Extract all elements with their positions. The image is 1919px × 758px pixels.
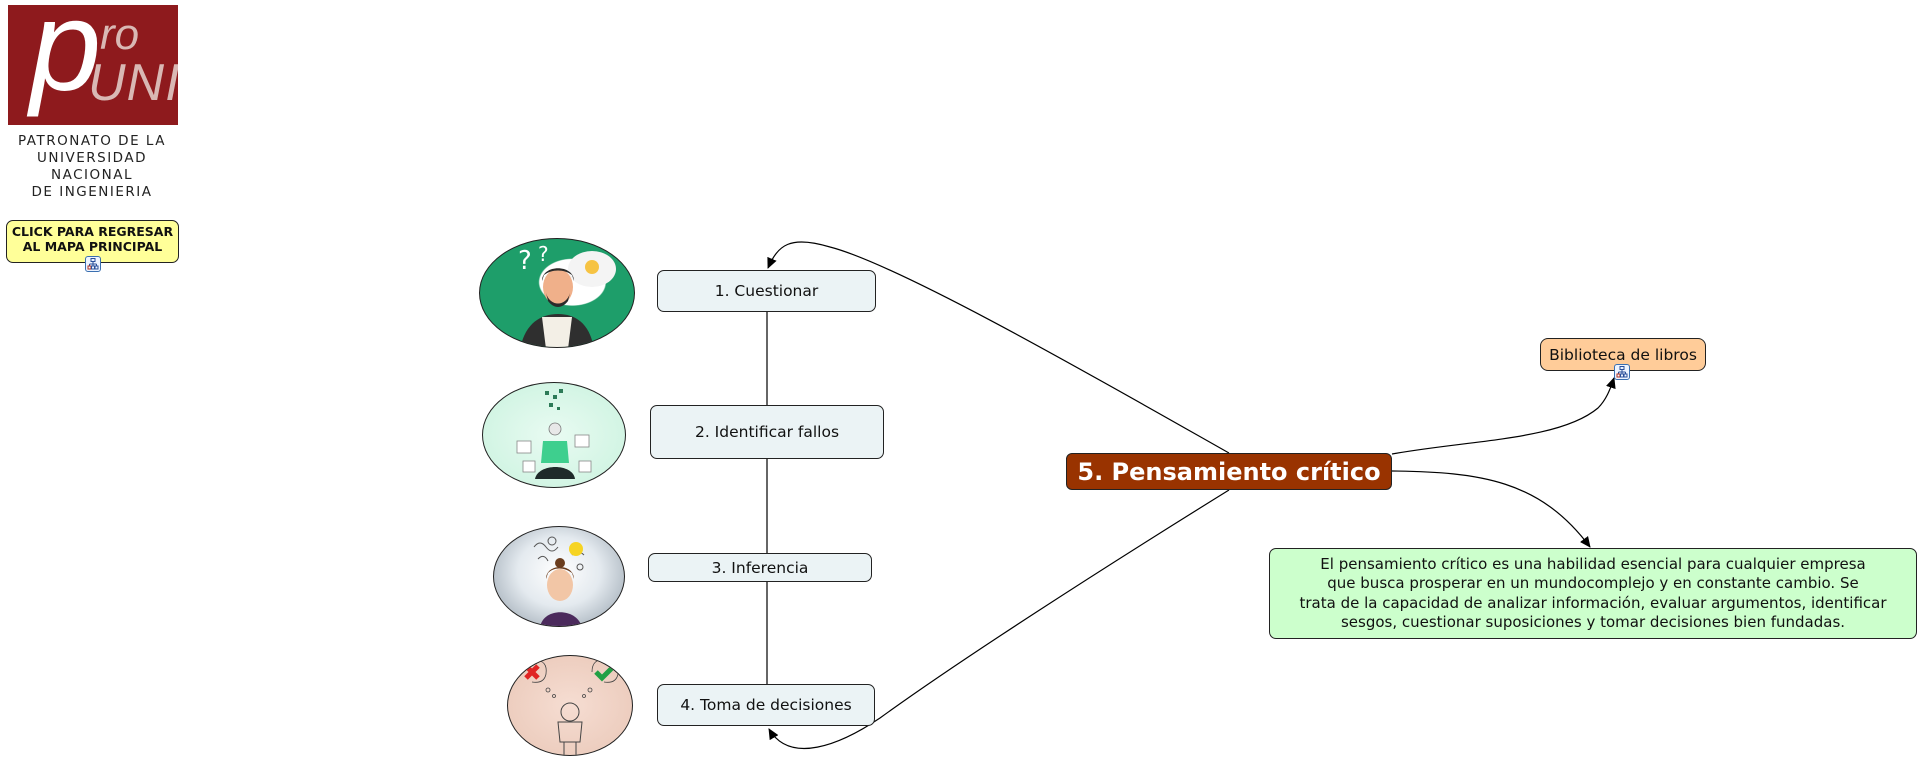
center-node-pensamiento-critico[interactable]: 5. Pensamiento crítico [1066, 453, 1392, 490]
resource-node-biblioteca[interactable]: Biblioteca de libros [1540, 338, 1706, 371]
illustration-person-analyzing [482, 382, 626, 488]
concept-map-link-icon[interactable] [85, 256, 101, 272]
back-button-line: AL MAPA PRINCIPAL [22, 238, 163, 254]
description-line: que busca prosperar en un mundocomplejo … [1327, 574, 1859, 592]
illustration-man-thinking: ? ? [479, 238, 635, 348]
logo-letters-uni: UNI [88, 54, 178, 112]
link-center-step4 [768, 489, 1230, 749]
back-button-line: CLICK PARA REGRESAR [11, 223, 174, 239]
svg-text:?: ? [538, 242, 549, 266]
logo-caption-line: PATRONATO DE LA [18, 133, 166, 149]
step-label: 1. Cuestionar [714, 282, 819, 300]
illustration-decision-making [507, 655, 633, 756]
link-center-description [1391, 470, 1591, 548]
logo-letter-p: p [30, 5, 102, 118]
description-line: trata de la capacidad de analizar inform… [1299, 593, 1887, 612]
step-node-toma-de-decisiones[interactable]: 4. Toma de decisiones [657, 684, 875, 726]
link-center-biblioteca [1391, 377, 1616, 455]
step-node-inferencia[interactable]: 3. Inferencia [648, 553, 872, 582]
logo-caption-line: DE INGENIERIA [31, 184, 153, 200]
description-line: sesgos, cuestionar suposiciones y tomar … [1340, 613, 1846, 631]
proUNI-logo: p ro UNI [8, 5, 178, 125]
center-node-label: 5. Pensamiento crítico [1077, 457, 1381, 486]
step-node-identificar-fallos[interactable]: 2. Identificar fallos [650, 405, 884, 459]
step-label: 4. Toma de decisiones [680, 696, 852, 714]
back-to-main-map-button[interactable]: CLICK PARA REGRESAR AL MAPA PRINCIPAL [6, 220, 179, 263]
link-center-step1 [767, 241, 1230, 454]
illustration-woman-idea [493, 526, 625, 627]
svg-text:?: ? [518, 246, 532, 276]
logo-caption: PATRONATO DE LA UNIVERSIDAD NACIONAL DE … [0, 133, 184, 201]
resource-node-label: Biblioteca de libros [1549, 345, 1697, 364]
step-node-cuestionar[interactable]: 1. Cuestionar [657, 270, 876, 312]
logo-caption-line: UNIVERSIDAD NACIONAL [37, 150, 147, 183]
concept-map-link-icon[interactable] [1614, 364, 1630, 380]
logo-letters-ro: ro [100, 10, 140, 59]
step-label: 3. Inferencia [711, 558, 809, 577]
description-node: El pensamiento crítico es una habilidad … [1269, 548, 1917, 639]
description-line: El pensamiento crítico es una habilidad … [1320, 554, 1866, 573]
step-label: 2. Identificar fallos [694, 423, 840, 441]
